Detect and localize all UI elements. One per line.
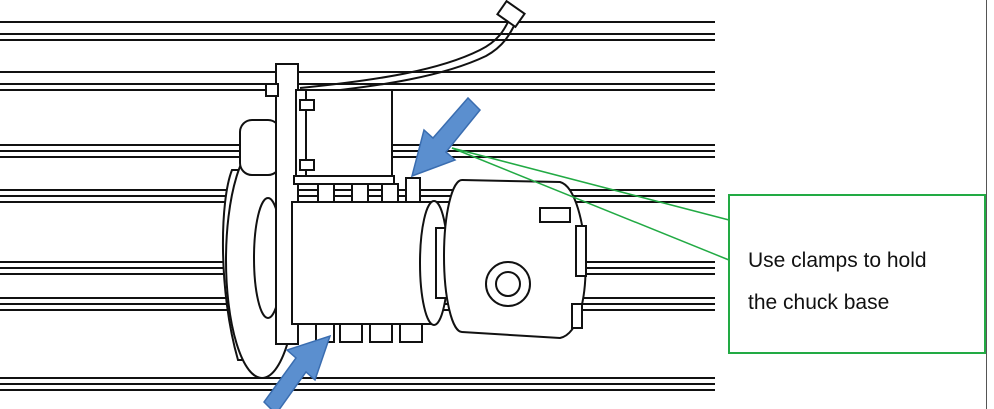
- callout-box: Use clamps to hold the chuck base: [728, 194, 986, 354]
- top-clamp-arrow: [410, 96, 482, 178]
- page-border-line: [986, 0, 987, 409]
- chuck-base: [291, 200, 449, 326]
- chuck-head: [443, 179, 587, 340]
- motor-block: [293, 89, 395, 185]
- top-clamps: [317, 177, 421, 203]
- bottom-clamps: [315, 323, 423, 343]
- callout-text: Use clamps to hold the chuck base: [748, 249, 927, 314]
- bottom-clamp-arrow: [263, 334, 332, 409]
- clamp-arrows: [263, 96, 482, 409]
- cable-connector: [299, 0, 526, 95]
- callout-leaders: [451, 147, 730, 261]
